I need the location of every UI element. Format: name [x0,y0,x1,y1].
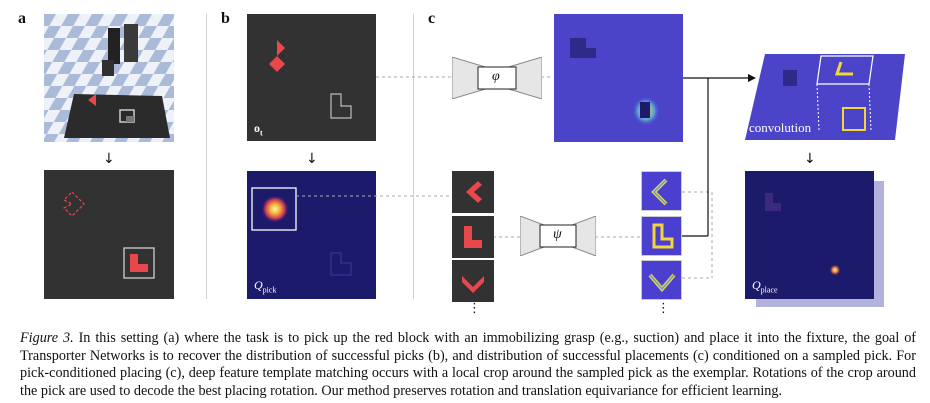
arrow-down-b: ↓ [306,151,318,167]
crop-rotation-3 [452,260,494,302]
task-top-down-view [44,170,174,299]
observation-image: ot [247,14,376,141]
crop-ellipsis: ⋮ [468,301,481,316]
q-pick-heatmap: Qpick [247,171,376,299]
obs-label: ot [254,121,263,138]
panel-letter-c: c [428,10,436,27]
psi-output-3 [641,260,682,300]
panel-letter-a: a [18,10,26,27]
phi-network: φ [451,56,543,100]
crop-rotation-2 [452,216,494,258]
psi-output-1 [641,171,682,211]
phi-feature-map [554,14,683,142]
arrow-down-a: ↓ [103,151,115,167]
output-ellipsis: ⋮ [657,301,670,316]
psi-network: ψ [519,215,597,257]
panel-letter-b: b [221,10,230,27]
q-pick-label: Qpick [254,278,277,295]
simulation-scene [44,14,174,142]
divider-bc [413,14,414,299]
figure-caption: Figure 3. In this setting (a) where the … [20,330,916,400]
phi-label: φ [492,69,500,84]
convolution-illustration: convolution [745,44,910,144]
q-place-label: Qplace [752,278,778,295]
psi-label: ψ [553,227,562,242]
psi-output-2 [641,216,682,256]
convolution-label: convolution [749,120,812,135]
divider-ab [206,14,207,299]
crop-rotation-1 [452,171,494,213]
figure-label: Figure 3. [20,330,74,346]
q-place-heatmap: Qplace [745,171,874,299]
arrow-down-c: ↓ [804,151,816,167]
caption-text: In this setting (a) where the task is to… [20,330,917,399]
